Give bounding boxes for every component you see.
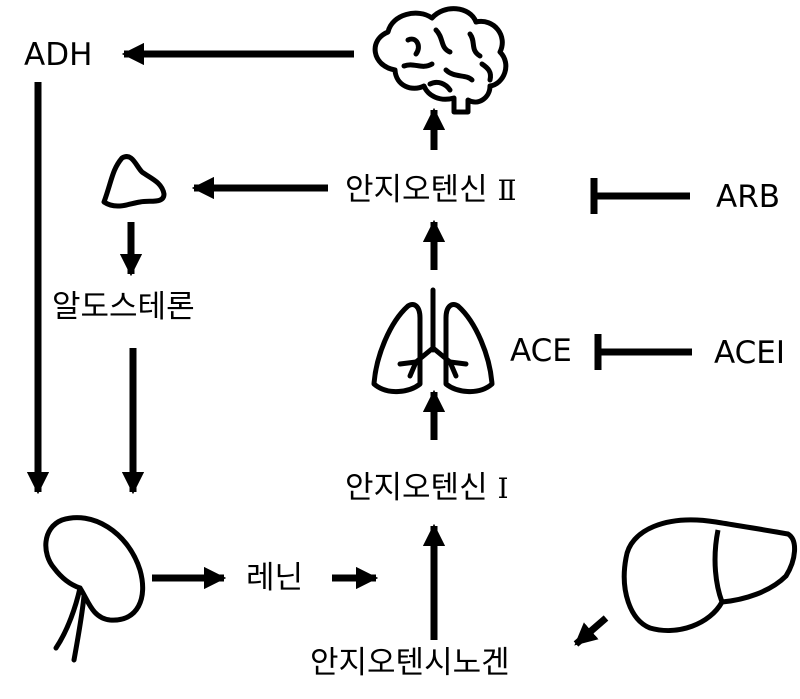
brain-icon (372, 6, 509, 115)
inhibition-lines (590, 178, 692, 370)
label-angiotensin-1-numeral: Ⅰ (497, 472, 509, 505)
label-adh: ADH (24, 37, 93, 73)
label-angiotensin-2-text: 안지오텐신 (345, 172, 488, 208)
adrenal-gland-icon (101, 154, 167, 209)
label-aldosterone: 알도스테론 (52, 289, 195, 325)
label-angiotensinogen: 안지오텐시노겐 (310, 645, 510, 681)
label-angiotensin-1: 안지오텐신 Ⅰ (345, 473, 509, 504)
label-acei: ACEI (714, 335, 786, 371)
kidney-icon (43, 515, 146, 663)
arrow-liver-to-angiotensinogen (573, 615, 609, 647)
label-angiotensin-1-text: 안지오텐신 (345, 470, 488, 506)
liver-icon (621, 517, 797, 633)
label-arb: ARB (716, 179, 781, 215)
label-angiotensin-2-numeral: Ⅱ (497, 174, 517, 207)
arrows (26, 42, 609, 647)
lungs-icon (371, 287, 495, 394)
label-angiotensin-2: 안지오텐신 Ⅱ (345, 175, 517, 206)
label-renin: 레닌 (246, 560, 304, 596)
label-ace: ACE (510, 333, 572, 369)
